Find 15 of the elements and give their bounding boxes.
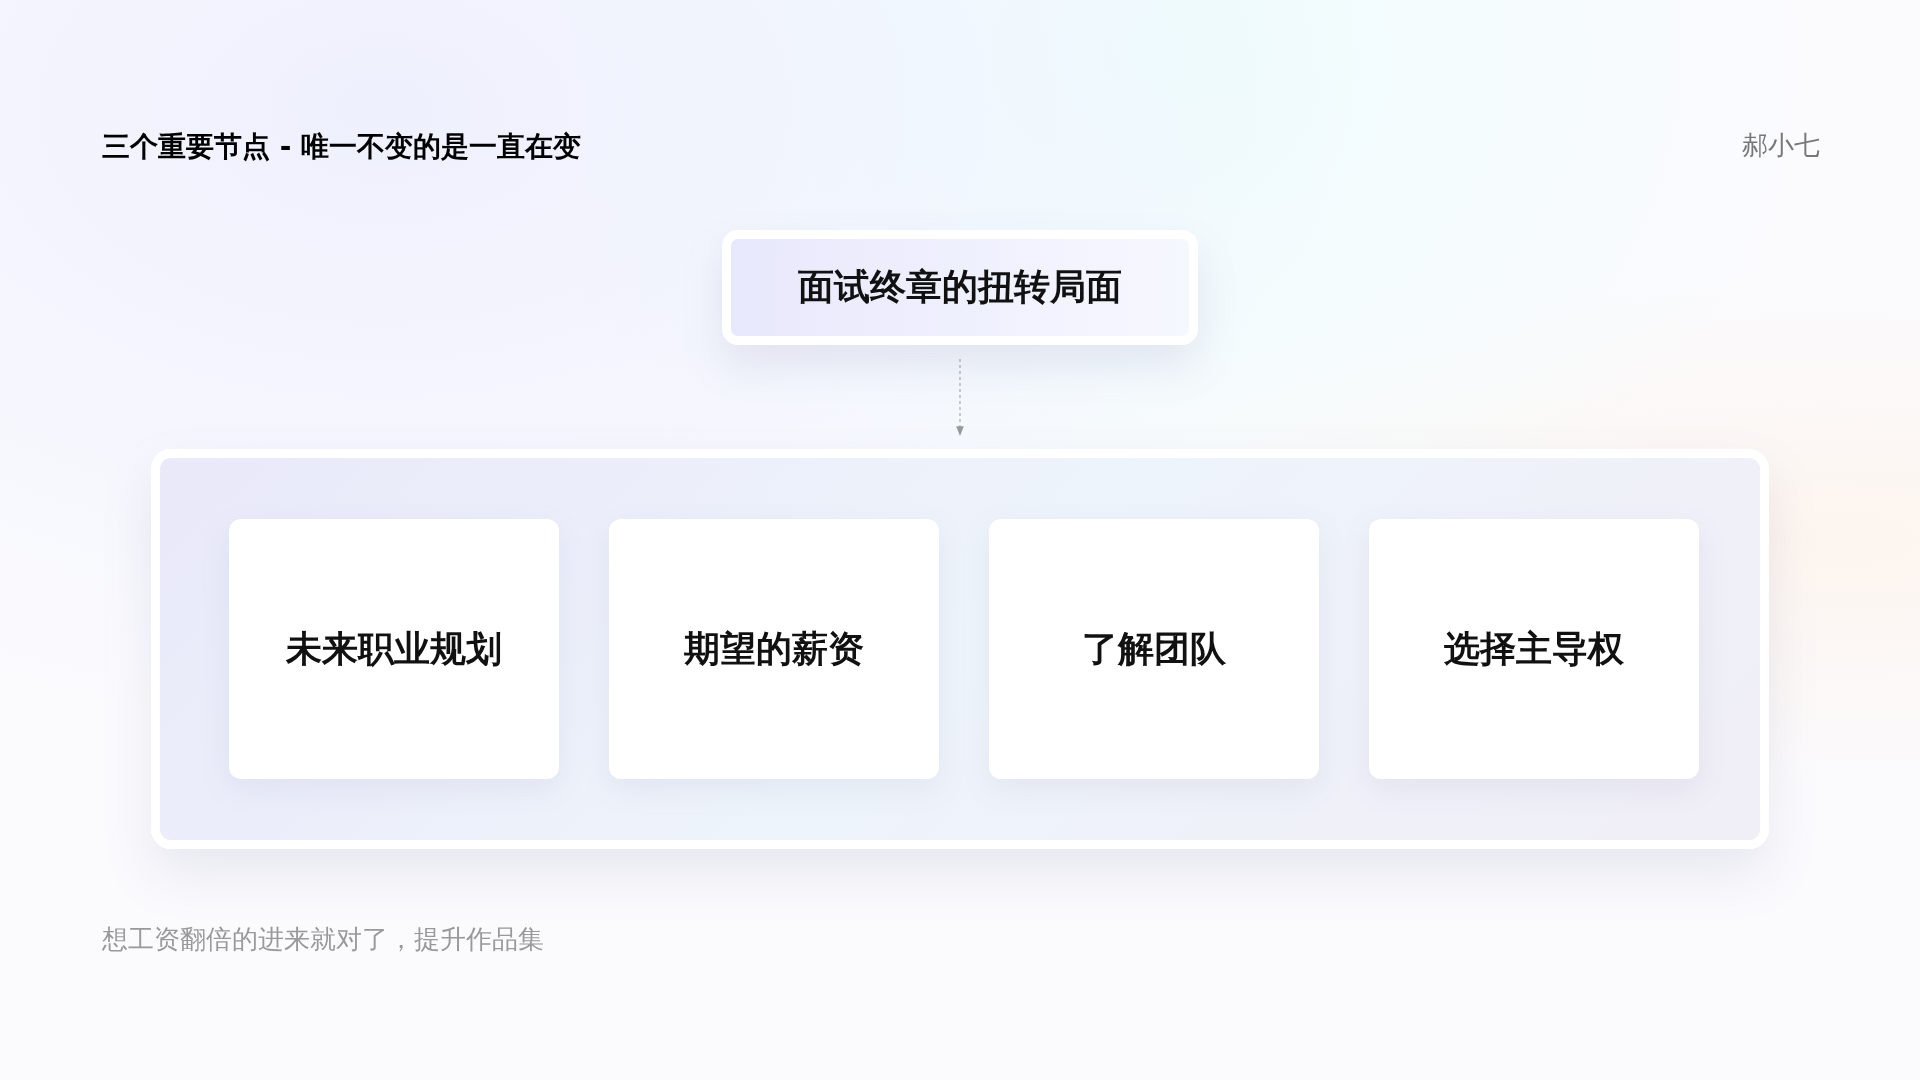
node-label: 面试终章的扭转局面 [798,265,1122,309]
heading-box [722,230,1198,345]
node-label: 选择主导权 [1444,626,1624,671]
dashed-arrow [956,358,964,436]
group-panel [151,449,1769,849]
footer-note: 想工资翻倍的进来就对了，提升作品集 [102,923,544,956]
item-card [989,519,1319,779]
item-card [229,519,559,779]
diagram-title: 三个重要节点 - 唯一不变的是一直在变 [102,129,582,165]
node-label: 未来职业规划 [286,626,502,671]
author-name: 郝小七 [1742,129,1820,162]
node-label: 期望的薪资 [684,626,864,671]
item-card [1369,519,1699,779]
item-card [609,519,939,779]
node-label: 了解团队 [1082,626,1226,671]
